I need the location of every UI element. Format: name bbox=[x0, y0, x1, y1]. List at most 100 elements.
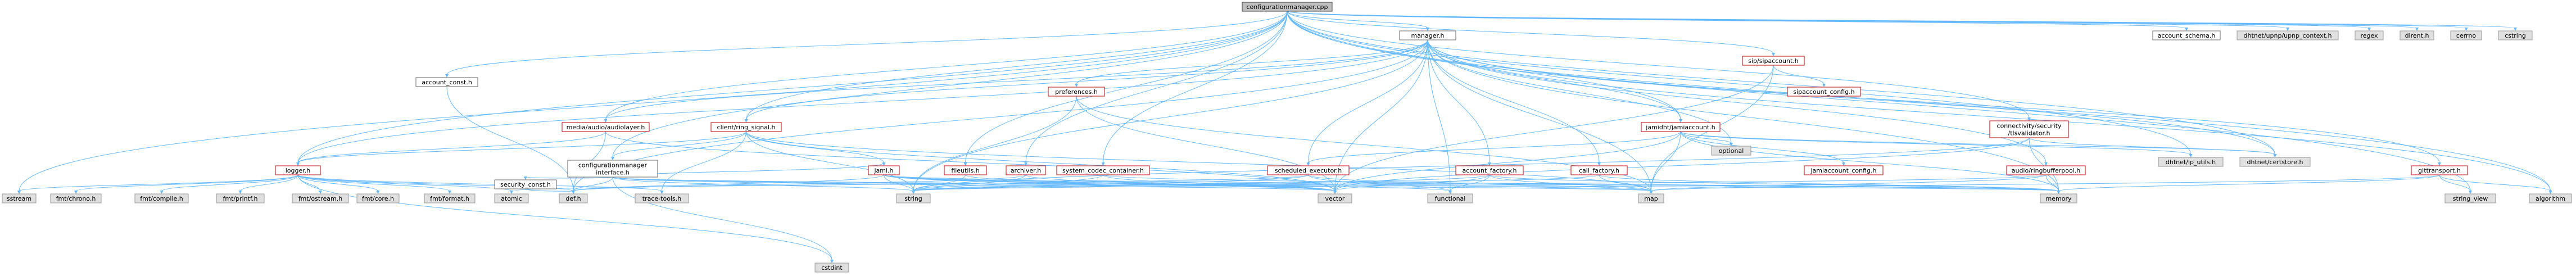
node-ip-utils[interactable]: dhtnet/ip_utils.h bbox=[2158, 157, 2224, 167]
node-fileutils[interactable]: fileutils.h bbox=[944, 165, 987, 175]
node-label: archiver.h bbox=[1011, 167, 1041, 174]
node-label: configurationmanager.cpp bbox=[1247, 3, 1328, 11]
node-ring-signal[interactable]: client/ring_signal.h bbox=[710, 122, 782, 132]
node-dirent[interactable]: dirent.h bbox=[2400, 30, 2434, 40]
node-string[interactable]: string bbox=[896, 193, 931, 203]
node-box bbox=[2, 193, 37, 203]
node-label: dhtnet/upnp/upnp_context.h bbox=[2244, 32, 2332, 39]
node-account-const[interactable]: account_const.h bbox=[415, 77, 478, 87]
node-fmt-format[interactable]: fmt/format.h bbox=[424, 193, 476, 203]
edge-jamiaccount-to-vector bbox=[1334, 131, 1681, 192]
edge-logger-to-cstdint bbox=[297, 174, 832, 261]
node-fmt-ostream[interactable]: fmt/ostream.h bbox=[292, 193, 349, 203]
node-label: string_view bbox=[2453, 195, 2488, 202]
node-label: scheduled_executor.h bbox=[1275, 167, 1342, 174]
node-fmt-chrono[interactable]: fmt/chrono.h bbox=[50, 193, 102, 203]
node-fmt-printf[interactable]: fmt/printf.h bbox=[216, 193, 265, 203]
edge-call_factory-to-string bbox=[913, 174, 1600, 192]
node-box bbox=[1989, 120, 2069, 138]
node-cstdint[interactable]: cstdint bbox=[814, 263, 849, 273]
node-box bbox=[896, 193, 931, 203]
node-manager[interactable]: manager.h bbox=[1399, 30, 1456, 40]
edge-gittransport-to-memory bbox=[2058, 174, 2440, 192]
node-box bbox=[134, 193, 189, 203]
edge-manager-to-preferences bbox=[1076, 39, 1428, 85]
node-optional[interactable]: optional bbox=[1711, 146, 1751, 156]
node-string-view[interactable]: string_view bbox=[2444, 193, 2496, 203]
node-label: jamiaccount_config.h bbox=[1810, 167, 1876, 174]
node-account-factory[interactable]: account_factory.h bbox=[1455, 165, 1524, 175]
node-box bbox=[1006, 165, 1046, 175]
node-label: regex bbox=[2360, 32, 2378, 39]
node-jamiaccount[interactable]: jamidht/jamiaccount.h bbox=[1641, 122, 1721, 132]
edge-gittransport-to-string_view bbox=[2439, 174, 2471, 192]
node-gittransport[interactable]: gittransport.h bbox=[2411, 165, 2468, 175]
node-account-schema[interactable]: account_schema.h bbox=[2152, 30, 2221, 40]
edge-manager-to-scheduled_executor bbox=[1308, 39, 1428, 164]
node-archiver[interactable]: archiver.h bbox=[1006, 165, 1046, 175]
edge-manager-to-jamiaccount bbox=[1427, 39, 1681, 120]
node-audiolayer[interactable]: media/audio/audiolayer.h bbox=[562, 122, 650, 132]
node-call-factory[interactable]: call_factory.h bbox=[1570, 165, 1628, 175]
arrowhead-manager-to-jamiaccount bbox=[1679, 119, 1682, 123]
node-label: dhtnet/certstore.h bbox=[2247, 159, 2303, 166]
node-system-codec[interactable]: system_codec_container.h bbox=[1056, 165, 1150, 175]
arrowhead-sipaccount-to-sipaccount_config bbox=[1822, 84, 1826, 87]
edge-account_const-to-def bbox=[446, 86, 574, 192]
node-jamiaccount-config[interactable]: jamiaccount_config.h bbox=[1804, 165, 1884, 175]
node-sstream[interactable]: sstream bbox=[2, 193, 37, 203]
node-box bbox=[1267, 165, 1350, 175]
node-label: atomic bbox=[501, 195, 522, 202]
node-box bbox=[2006, 165, 2086, 175]
edge-fileutils-to-string bbox=[913, 174, 966, 192]
node-jami[interactable]: jami.h bbox=[868, 165, 900, 175]
edge-manager-to-algorithm bbox=[1427, 39, 2551, 192]
node-label: preferences.h bbox=[1055, 88, 1098, 96]
node-label: manager.h bbox=[1411, 32, 1445, 39]
edge-cm_interface-to-security_const bbox=[525, 177, 613, 179]
edge-manager-to-gittransport bbox=[1427, 39, 2440, 164]
node-atomic[interactable]: atomic bbox=[494, 193, 529, 203]
node-scheduled-executor[interactable]: scheduled_executor.h bbox=[1267, 165, 1350, 175]
node-algorithm[interactable]: algorithm bbox=[2529, 193, 2572, 203]
node-sipaccount-config[interactable]: sipaccount_config.h bbox=[1787, 87, 1861, 97]
node-box bbox=[2239, 157, 2311, 167]
node-box bbox=[2152, 30, 2221, 40]
arrowhead-manager-to-gittransport bbox=[2438, 162, 2441, 166]
node-fmt-core[interactable]: fmt/core.h bbox=[356, 193, 400, 203]
node-tlsvalidator[interactable]: connectivity/security/tlsvalidator.h bbox=[1989, 120, 2069, 138]
edge-jamiaccount-to-memory bbox=[1680, 131, 2059, 192]
edge-root-to-fileutils bbox=[965, 11, 1288, 164]
node-fmt-compile[interactable]: fmt/compile.h bbox=[134, 193, 189, 203]
node-regex[interactable]: regex bbox=[2355, 30, 2384, 40]
edge-manager-to-ring_signal bbox=[746, 39, 1428, 120]
node-ringbufferpool[interactable]: audio/ringbufferpool.h bbox=[2006, 165, 2086, 175]
node-root[interactable]: configurationmanager.cpp bbox=[1242, 2, 1333, 12]
node-trace-tools[interactable]: trace-tools.h bbox=[635, 193, 689, 203]
node-sipaccount[interactable]: sip/sipaccount.h bbox=[1742, 56, 1805, 66]
node-label: call_factory.h bbox=[1579, 167, 1619, 174]
node-security-const[interactable]: security_const.h bbox=[494, 179, 557, 189]
node-box bbox=[494, 179, 557, 189]
node-box bbox=[567, 160, 658, 178]
node-cerrno[interactable]: cerrno bbox=[2450, 30, 2482, 40]
node-certstore[interactable]: dhtnet/certstore.h bbox=[2239, 157, 2311, 167]
node-label: algorithm bbox=[2536, 195, 2565, 202]
node-def[interactable]: def.h bbox=[559, 193, 588, 203]
arrowhead-manager-to-audiolayer bbox=[604, 119, 608, 123]
node-box bbox=[1742, 56, 1805, 66]
node-upnp-context[interactable]: dhtnet/upnp/upnp_context.h bbox=[2237, 30, 2339, 40]
node-label: jami.h bbox=[873, 167, 893, 174]
node-memory[interactable]: memory bbox=[2040, 193, 2077, 203]
node-logger[interactable]: logger.h bbox=[275, 165, 321, 175]
node-vector[interactable]: vector bbox=[1318, 193, 1352, 203]
node-functional[interactable]: functional bbox=[1427, 193, 1473, 203]
node-box bbox=[1638, 193, 1664, 203]
node-cstring[interactable]: cstring bbox=[2498, 30, 2533, 40]
node-box bbox=[1242, 2, 1333, 12]
node-preferences[interactable]: preferences.h bbox=[1048, 87, 1105, 97]
node-box bbox=[1711, 146, 1751, 156]
arrowhead-root-to-system_codec bbox=[1101, 162, 1105, 166]
node-map[interactable]: map bbox=[1638, 193, 1664, 203]
